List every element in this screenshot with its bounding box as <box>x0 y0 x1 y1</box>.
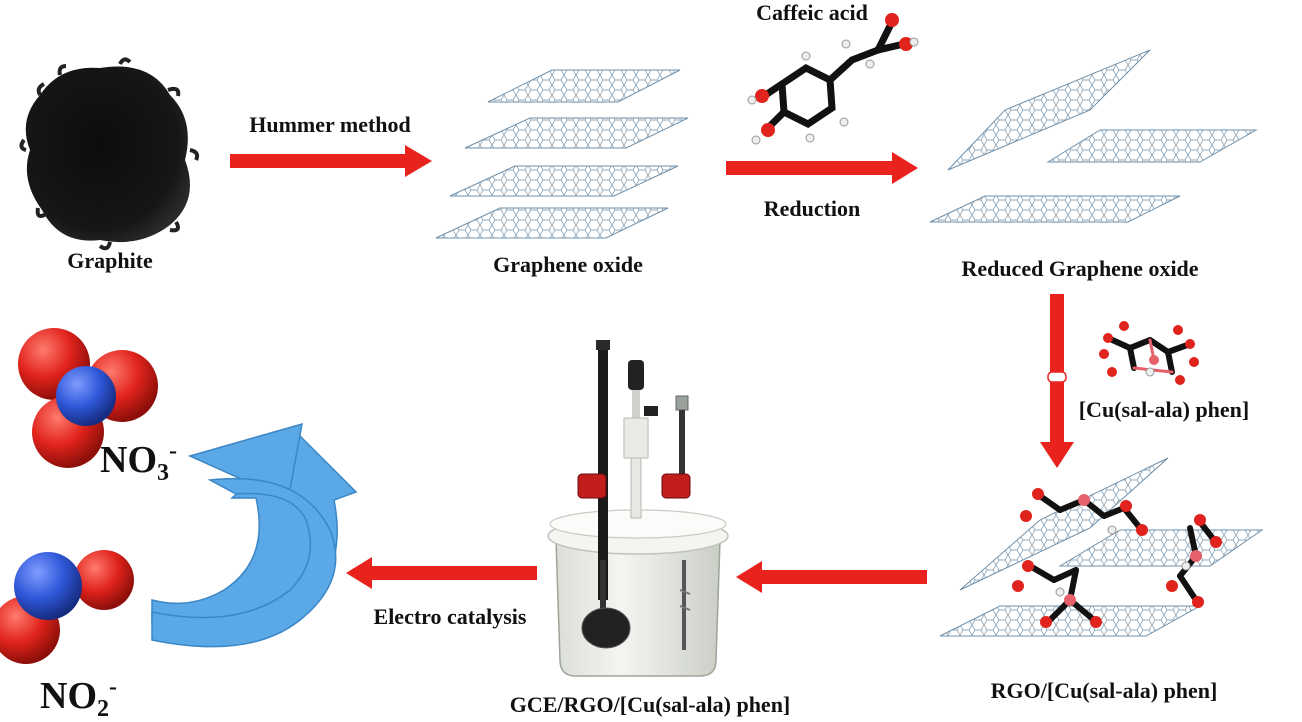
graphene-oxide-sheets <box>435 69 689 239</box>
nitrate-formula: NO3- <box>100 438 177 486</box>
caffeic-acid-molecule <box>760 18 908 132</box>
nitrite-formula: NO2- <box>40 674 117 722</box>
rgo-complex-label: RGO/[Cu(sal-ala) phen] <box>991 678 1218 703</box>
cu-complex-label: [Cu(sal-ala) phen] <box>1079 397 1250 422</box>
hummer-method-label: Hummer method <box>249 112 411 137</box>
functionalization-arrow <box>1040 294 1074 468</box>
reduced-graphene-oxide-sheets <box>929 49 1258 223</box>
electrochemical-cell <box>547 340 729 677</box>
cu-complex-molecule <box>1105 335 1193 375</box>
nitrate-molecule <box>18 328 158 468</box>
caffeic-acid-label: Caffeic acid <box>756 0 868 25</box>
reduction-label: Reduction <box>764 196 861 221</box>
graphene-oxide-label: Graphene oxide <box>493 252 643 277</box>
reduction-arrow <box>726 152 918 184</box>
hummer-arrow <box>230 145 432 177</box>
electrode-prep-arrow <box>736 561 927 593</box>
conversion-arrow <box>151 422 358 648</box>
reduced-graphene-oxide-label: Reduced Graphene oxide <box>961 256 1198 281</box>
nitrite-molecule <box>0 550 134 664</box>
graphite-image <box>19 57 200 251</box>
rgo-complex-atoms <box>1012 488 1222 628</box>
gce-label: GCE/RGO/[Cu(sal-ala) phen] <box>510 692 791 717</box>
electro-catalysis-label: Electro catalysis <box>374 604 527 629</box>
cu-complex-atoms <box>1099 321 1199 385</box>
graphite-label: Graphite <box>67 248 153 273</box>
electro-catalysis-arrow <box>346 557 537 589</box>
caffeic-acid-atoms <box>747 13 919 145</box>
